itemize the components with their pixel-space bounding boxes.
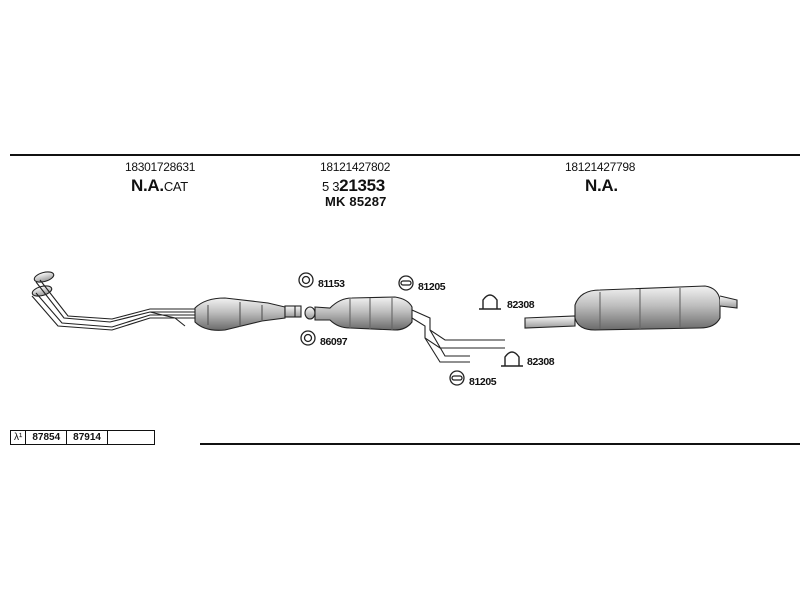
- front-title-suffix: CAT: [163, 179, 188, 194]
- fitting-label-81205-top: 81205: [418, 281, 446, 293]
- lambda-symbol: λ¹: [9, 430, 27, 445]
- fitting-ring-86097: [300, 330, 316, 346]
- fitting-ring-81205-bottom: [449, 370, 465, 386]
- fitting-ring-81153: [298, 272, 314, 288]
- centre-silencer: [304, 296, 505, 363]
- fitting-label-86097: 86097: [320, 336, 348, 348]
- fitting-label-81205-bottom: 81205: [469, 376, 497, 388]
- lambda-sensor-row: λ¹ 87854 87914: [9, 430, 155, 445]
- middle-code-main: 21353: [339, 176, 385, 195]
- fitting-label-82308-top: 82308: [507, 299, 535, 311]
- fitting-label-82308-bottom: 82308: [527, 356, 555, 368]
- lambda-cell-1: 87854: [25, 430, 68, 445]
- fitting-clamp-82308-top: [479, 294, 501, 310]
- front-part-number: 18301728631: [125, 160, 196, 174]
- fitting-label-81153: 81153: [318, 278, 345, 290]
- middle-code-prefix: 5 3: [322, 179, 340, 194]
- top-rule: [10, 154, 800, 156]
- lambda-sensor-table: λ¹ 87854 87914: [9, 430, 155, 445]
- bottom-rule: [200, 443, 800, 445]
- rear-silencer: [524, 285, 738, 331]
- rear-part-number: 18121427798: [565, 160, 636, 174]
- middle-sub-code: MK 85287: [325, 194, 387, 209]
- middle-part-number: 18121427802: [320, 160, 391, 174]
- front-title: N.A.CAT: [131, 176, 188, 196]
- fitting-ring-81205-top: [398, 275, 414, 291]
- lambda-cell-3: [106, 430, 155, 445]
- front-title-main: N.A.: [131, 176, 164, 195]
- rear-title: N.A.: [585, 176, 618, 195]
- front-pipe-catalytic-converter: [31, 271, 302, 331]
- lambda-cell-2: 87914: [66, 430, 108, 445]
- middle-code: 5 321353: [322, 176, 385, 196]
- fitting-clamp-82308-bottom: [501, 351, 523, 367]
